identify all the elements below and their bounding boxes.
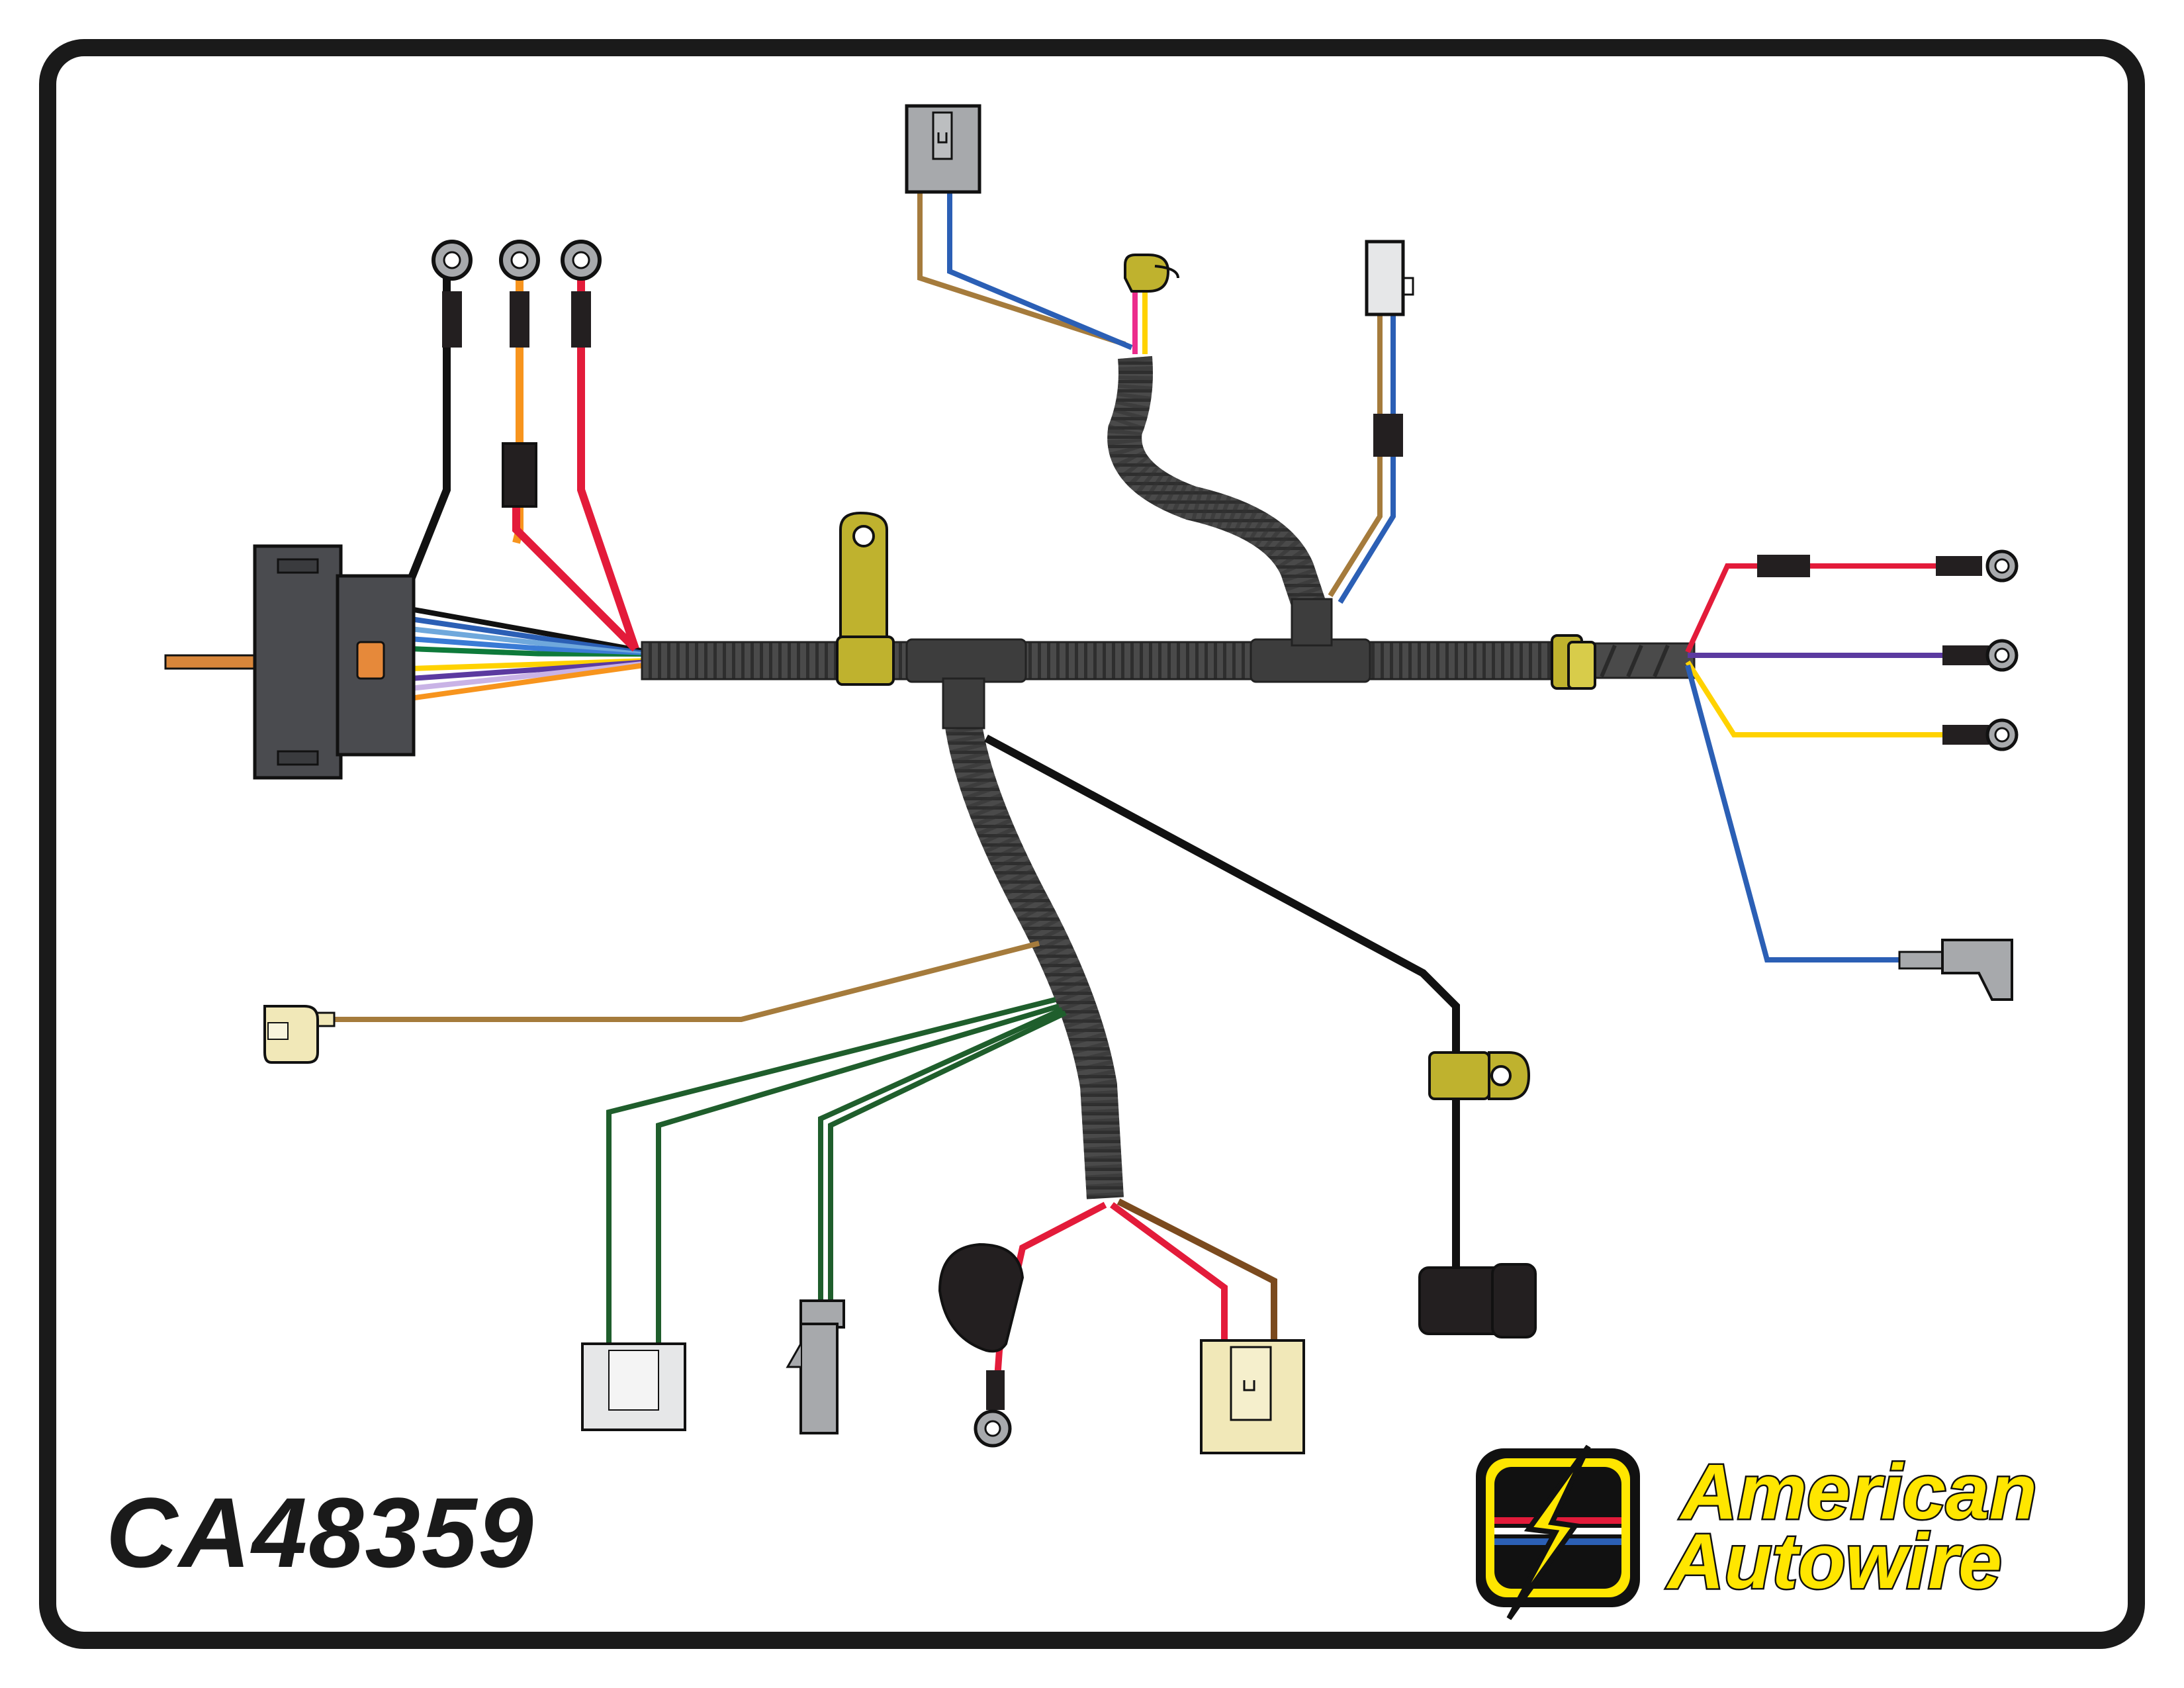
top-branch-collar [1291, 598, 1333, 647]
firewall-grommet [1551, 634, 1596, 690]
ring-terminal-3[interactable] [561, 240, 602, 348]
loom-mounting-bracket[interactable] [836, 511, 895, 686]
tee-junction-left [905, 638, 1027, 683]
inline-splice-tape [1373, 414, 1403, 457]
gray-plug-connector[interactable] [786, 1299, 845, 1434]
main-bulkhead-connector[interactable] [164, 544, 416, 780]
brand-wordmark: American Autowire [1489, 1448, 2098, 1605]
white-connector-top-right[interactable] [1365, 240, 1414, 316]
brown-wire-to-cream [1116, 1198, 1277, 1344]
blue-wire-right [1685, 664, 1906, 962]
part-number-label: CA48359 [106, 1477, 535, 1588]
white-connector-wires [1328, 311, 1396, 604]
yellow-wire-right [1685, 660, 1946, 737]
top-branch-wires [917, 185, 1148, 354]
black-sensor-wire [984, 734, 1460, 1311]
main-wire-loom [641, 641, 1557, 680]
red-wire-to-cream [1110, 1201, 1228, 1344]
green-wires [606, 997, 1067, 1350]
tan-wire-top [917, 185, 1126, 347]
orange-red-wire [512, 503, 639, 652]
blue-wire-top [947, 185, 1133, 350]
cream-connector-bottom[interactable] [1200, 1339, 1305, 1454]
bulb-socket-clip[interactable] [1124, 254, 1179, 293]
ring-terminal-right-1[interactable] [1936, 549, 2019, 583]
lightning-bolt-logo [1476, 1444, 1640, 1620]
p-clip-bracket[interactable] [1428, 1051, 1531, 1100]
right-wire-fan [1685, 563, 1946, 962]
red-wire-right [1685, 563, 1939, 653]
outer-frame [39, 39, 2145, 1649]
main-connector-wire-fan [410, 606, 649, 701]
boot-ring-terminal[interactable] [938, 1243, 1024, 1448]
lower-branch-collar [942, 677, 985, 729]
brand-name-line-1: American [1680, 1448, 2039, 1536]
inline-fuse-holder [502, 442, 537, 508]
ring-terminal-2[interactable] [499, 240, 540, 348]
ring-terminal-right-3[interactable] [1942, 718, 2019, 751]
brand-name-line-2: Autowire [1666, 1518, 2004, 1605]
ring-terminal-right-2[interactable] [1942, 639, 2019, 672]
rubber-boot-connector[interactable] [1418, 1263, 1537, 1338]
gray-connector-top[interactable] [905, 104, 981, 194]
spade-connector-right[interactable] [1898, 939, 2013, 1001]
tan-wire-left [324, 941, 1040, 1022]
inline-fuse-right [1757, 555, 1810, 577]
white-2-pin-connector[interactable] [581, 1342, 686, 1431]
small-cream-terminal[interactable] [263, 1005, 336, 1064]
ring-terminal-1[interactable] [432, 240, 473, 348]
